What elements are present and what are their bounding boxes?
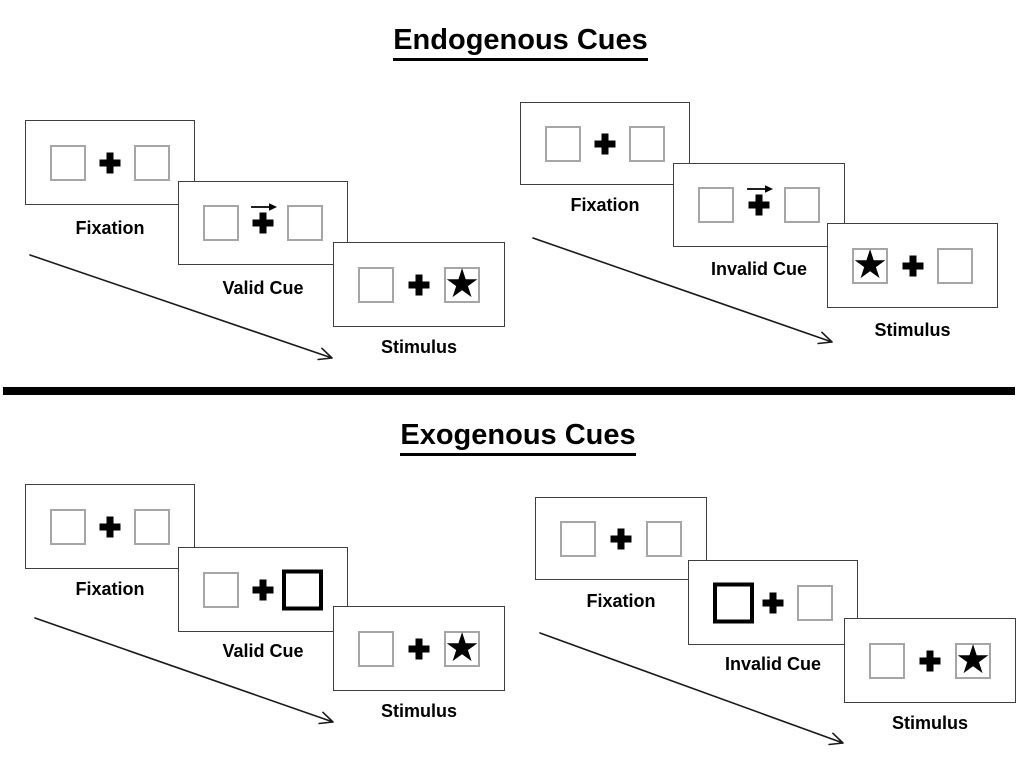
exogenous-invalid-stimulus-panel: ★ — [844, 618, 1016, 703]
star-icon: ★ — [444, 261, 480, 306]
placeholder-box-right — [629, 125, 665, 162]
placeholder-box-left — [203, 205, 239, 241]
panel-label-cue: Invalid Cue — [710, 259, 808, 279]
endogenous-valid-fixation-panel — [25, 120, 195, 205]
section-divider — [3, 387, 1015, 395]
fixation-cross-icon — [748, 194, 770, 216]
placeholder-box-right — [646, 520, 682, 557]
endogenous-valid-cue-panel — [178, 181, 348, 265]
placeholder-box-right — [784, 187, 820, 223]
time-progression-arrow — [532, 237, 833, 345]
exogenous-valid-cue-panel — [178, 547, 348, 632]
placeholder-box-right — [797, 584, 833, 621]
time-progression-arrow — [34, 617, 334, 725]
section-title-exogenous: Exogenous Cues — [400, 419, 636, 457]
star-icon: ★ — [852, 242, 888, 287]
star-stimulus-box: ★ — [444, 261, 480, 306]
panel-label-cue: Valid Cue — [222, 278, 304, 298]
endogenous-invalid-fixation-panel — [520, 102, 690, 185]
cue-direction-arrow-icon — [251, 203, 278, 211]
exogenous-valid-fixation-panel — [25, 484, 195, 569]
placeholder-box-left — [869, 642, 905, 679]
panel-label-stimulus: Stimulus — [380, 337, 457, 357]
placeholder-box-left — [50, 144, 86, 181]
panel-label-fixation: Fixation — [75, 218, 145, 238]
fixation-cross-icon — [99, 152, 121, 173]
section-title-endogenous: Endogenous Cues — [393, 24, 648, 62]
time-progression-arrow — [29, 254, 333, 361]
placeholder-box-right — [937, 247, 973, 284]
panel-label-stimulus: Stimulus — [891, 713, 968, 733]
fixation-cross-icon — [762, 592, 784, 613]
endogenous-title-row: Endogenous Cues — [18, 24, 1023, 62]
exogenous-title-row: Exogenous Cues — [13, 419, 1023, 457]
fixation-cross-icon — [252, 212, 274, 234]
fixation-cross-icon — [594, 133, 616, 154]
endogenous-invalid-cue-panel — [673, 163, 845, 247]
placeholder-box-left — [560, 520, 596, 557]
placeholder-box-left — [698, 187, 734, 223]
endogenous-invalid-stimulus-panel: ★ — [827, 223, 998, 308]
exogenous-invalid-fixation-panel — [535, 497, 707, 580]
placeholder-box-left — [50, 508, 86, 545]
panel-label-cue: Valid Cue — [222, 641, 304, 661]
star-icon: ★ — [955, 637, 991, 682]
cue-highlight-box — [713, 582, 754, 623]
placeholder-box-left — [203, 571, 239, 608]
panel-label-fixation: Fixation — [586, 591, 656, 611]
exogenous-valid-stimulus-panel: ★ — [333, 606, 505, 691]
fixation-cross-icon — [408, 638, 430, 659]
fixation-cross-icon — [252, 579, 274, 600]
placeholder-box-right — [287, 205, 323, 241]
placeholder-box-right — [134, 144, 170, 181]
endogenous-valid-stimulus-panel: ★ — [333, 242, 505, 327]
panel-label-stimulus: Stimulus — [874, 320, 951, 340]
panel-label-fixation: Fixation — [75, 579, 145, 599]
cue-direction-arrow-icon — [747, 185, 774, 193]
panel-label-cue: Invalid Cue — [724, 654, 822, 674]
star-stimulus-box: ★ — [444, 625, 480, 670]
fixation-cross-icon — [99, 516, 121, 537]
cue-highlight-box — [282, 569, 323, 610]
star-icon: ★ — [444, 625, 480, 670]
exogenous-invalid-cue-panel — [688, 560, 858, 645]
fixation-cross-icon — [902, 255, 923, 276]
star-stimulus-box: ★ — [852, 242, 888, 287]
fixation-cross-icon — [610, 528, 632, 549]
placeholder-box-left — [545, 125, 581, 162]
placeholder-box-left — [358, 266, 394, 303]
star-stimulus-box: ★ — [955, 637, 991, 682]
fixation-cross-icon — [919, 650, 941, 671]
placeholder-box-right — [134, 508, 170, 545]
placeholder-box-left — [358, 630, 394, 667]
time-progression-arrow — [539, 632, 844, 746]
panel-label-fixation: Fixation — [570, 195, 640, 215]
fixation-cross-icon — [408, 274, 430, 295]
panel-label-stimulus: Stimulus — [380, 701, 457, 721]
